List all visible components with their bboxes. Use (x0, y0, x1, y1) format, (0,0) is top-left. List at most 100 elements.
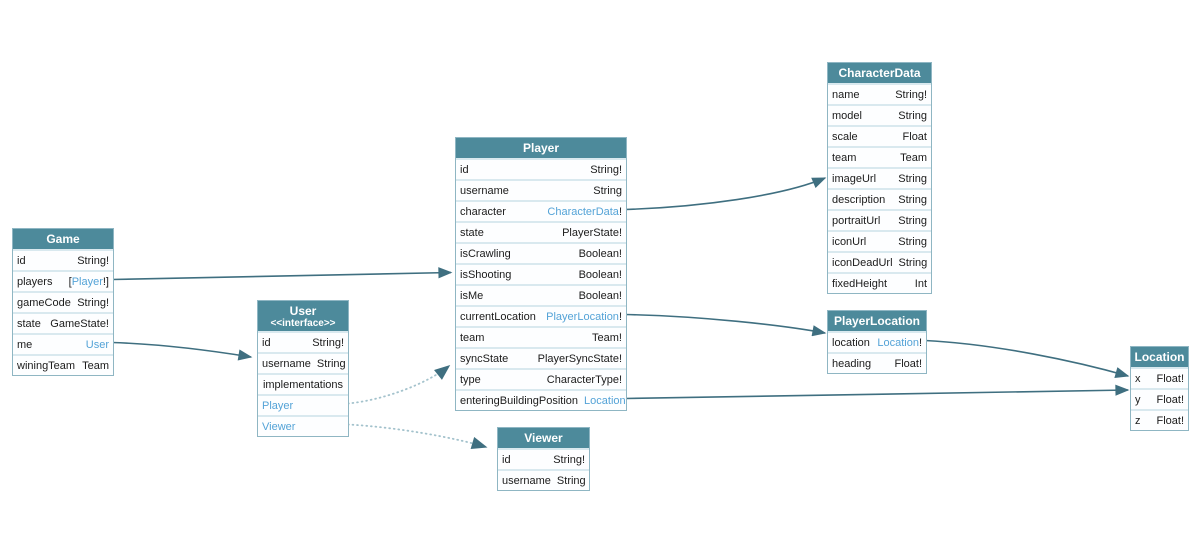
type-link-user[interactable]: User (85, 338, 109, 351)
field-row-player-is-crawling[interactable]: isCrawling Boolean! (456, 242, 626, 263)
type-part: String (316, 357, 346, 370)
field-row-user-implementations[interactable]: implementations (258, 373, 348, 394)
type-part: Boolean! (578, 289, 622, 302)
type-part: String (898, 109, 927, 122)
field-row-user-viewer[interactable]: Viewer (258, 415, 348, 436)
field-name: id (262, 336, 271, 349)
type-part: Float! (894, 357, 922, 370)
type-part: Team (900, 151, 927, 164)
field-name: me (17, 338, 33, 351)
type-part: !] (102, 275, 109, 288)
type-part: GameState! (50, 317, 109, 330)
field-row-player-type[interactable]: type CharacterType! (456, 368, 626, 389)
relation-arrow-game-me-to-user (111, 341, 253, 361)
field-row-viewer-id[interactable]: id String! (498, 448, 589, 469)
type-part: String (898, 214, 927, 227)
field-row-user-id[interactable]: id String! (258, 331, 348, 352)
table-header-location[interactable]: Location (1131, 347, 1188, 367)
table-header-player[interactable]: Player (456, 138, 626, 158)
field-name: id (502, 453, 511, 466)
field-name: currentLocation (460, 310, 536, 323)
field-type: Boolean! (579, 248, 622, 260)
field-type: CharacterType! (547, 374, 622, 386)
type-link-player-location[interactable]: PlayerLocation (546, 310, 619, 323)
field-type: PlayerSyncState! (538, 353, 622, 365)
type-part: String (898, 172, 927, 185)
type-part: Float! (1156, 393, 1184, 406)
type-part: Float (902, 130, 927, 143)
field-type: String (898, 215, 927, 227)
type-link-player[interactable]: Player (71, 275, 103, 288)
type-link-player[interactable]: Player (262, 399, 294, 412)
table-header-viewer[interactable]: Viewer (498, 428, 589, 448)
field-name: isMe (460, 289, 484, 302)
table-subtitle: <<interface>> (270, 317, 336, 329)
table-header-game[interactable]: Game (13, 229, 113, 249)
type-link-character-data[interactable]: CharacterData (547, 205, 619, 218)
type-part: ! (618, 310, 622, 323)
field-type: String! (77, 297, 109, 309)
field-type: Team (82, 360, 109, 372)
field-row-player-is-me[interactable]: isMe Boolean! (456, 284, 626, 305)
field-type: GameState! (50, 318, 109, 330)
field-row-player-current-location[interactable]: currentLocation PlayerLocation! (456, 305, 626, 326)
field-row-game-players[interactable]: players[Player!] (13, 270, 113, 291)
type-part: String! (895, 88, 927, 101)
field-type: Team! (592, 332, 622, 344)
type-part: String! (553, 453, 585, 466)
table-header-character-data[interactable]: CharacterData (828, 63, 931, 83)
table-title: Player (522, 141, 560, 155)
table-header-user[interactable]: User<<interface>> (258, 301, 348, 331)
field-type: String! (312, 337, 344, 349)
relation-arrow-player-entering-building-position-to-location (624, 384, 1130, 400)
field-row-user-player[interactable]: Player (258, 394, 348, 415)
type-part: ! (618, 205, 622, 218)
field-type: String (317, 358, 346, 370)
field-type: Float! (1156, 373, 1184, 385)
field-type: [Player!] (69, 276, 109, 288)
field-name: isCrawling (460, 247, 511, 260)
type-link-location[interactable]: Location (877, 336, 919, 349)
field-type: Float! (1156, 394, 1184, 406)
field-type: Boolean! (579, 269, 622, 281)
field-row-game-me[interactable]: me User (13, 333, 113, 354)
field-name: type (460, 373, 481, 386)
type-link-location[interactable]: Location (584, 394, 626, 407)
type-link-viewer[interactable]: Viewer (262, 420, 296, 433)
table-title: CharacterData (838, 66, 921, 80)
table-header-player-location[interactable]: PlayerLocation (828, 311, 926, 331)
